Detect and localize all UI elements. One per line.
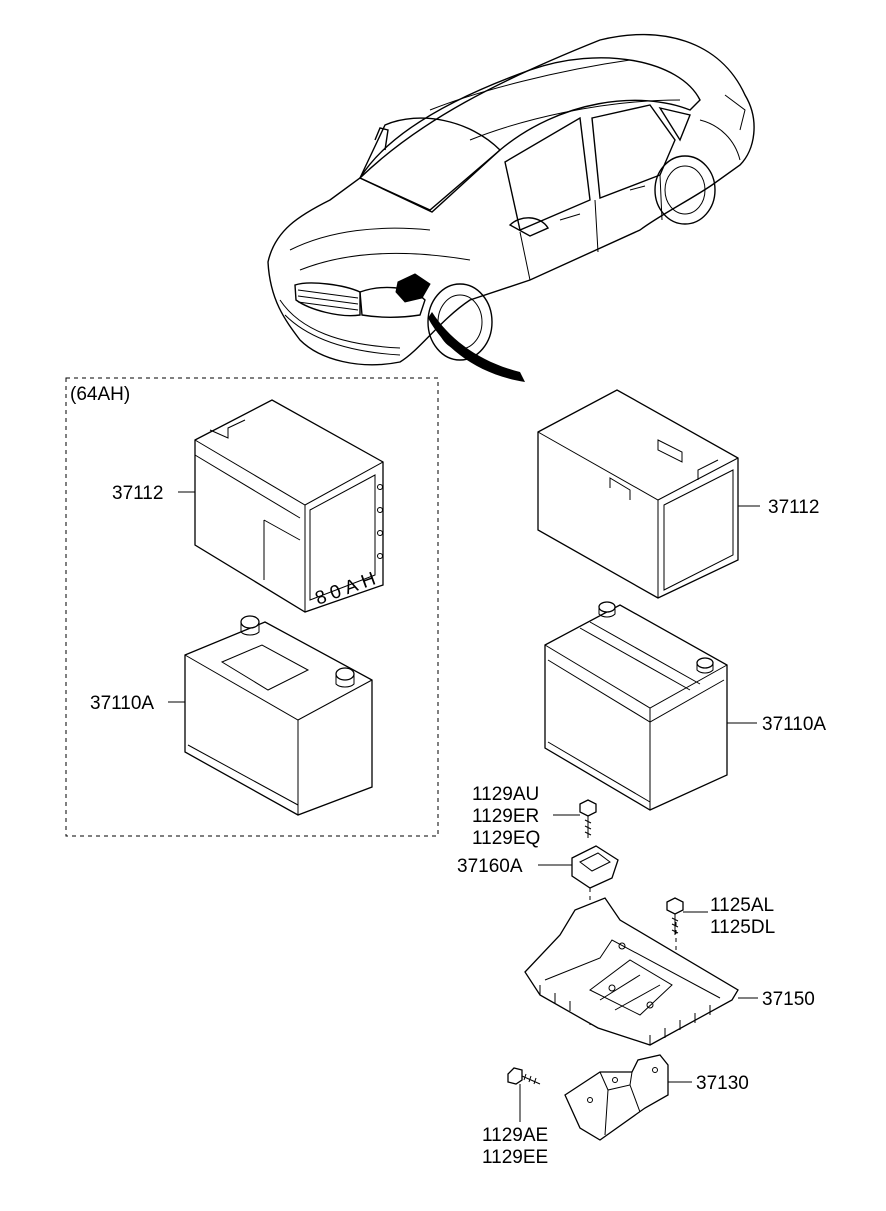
callout-bolt-side-1: 1125AL <box>710 895 774 916</box>
side-bolt <box>666 897 684 935</box>
right-battery <box>544 601 728 811</box>
variant-group-label: (64AH) <box>70 384 130 405</box>
left-battery <box>184 615 373 816</box>
callout-bracket: 37130 <box>696 1073 749 1094</box>
callout-tray-left: 37112 <box>112 483 163 504</box>
right-battery-cover <box>537 389 739 599</box>
callout-tray-base: 37150 <box>762 989 815 1010</box>
callout-bolt-top-3: 1129EQ <box>472 828 540 849</box>
battery-pointer <box>428 312 525 382</box>
bottom-bolt <box>507 1067 541 1085</box>
battery-clamp <box>571 845 619 889</box>
battery-location-marker <box>395 273 431 303</box>
callout-bolt-top-2: 1129ER <box>472 806 539 827</box>
callout-bolt-bottom-1: 1129AE <box>482 1125 548 1146</box>
callout-bolt-side-2: 1125DL <box>710 917 775 938</box>
callout-clamp: 37160A <box>457 856 523 877</box>
callout-tray-right: 37112 <box>768 497 819 518</box>
battery-tray-base <box>524 897 739 1046</box>
callout-bolt-bottom-2: 1129EE <box>482 1147 548 1168</box>
callout-battery-right: 37110A <box>762 714 826 735</box>
callout-battery-left: 37110A <box>90 693 154 714</box>
mounting-bracket <box>564 1054 669 1141</box>
callout-bolt-top-1: 1129AU <box>472 784 539 805</box>
car-illustration <box>267 33 755 382</box>
variant-group-box <box>65 377 439 837</box>
top-bolt <box>579 799 597 838</box>
left-battery-cover: 80AH <box>194 399 384 613</box>
